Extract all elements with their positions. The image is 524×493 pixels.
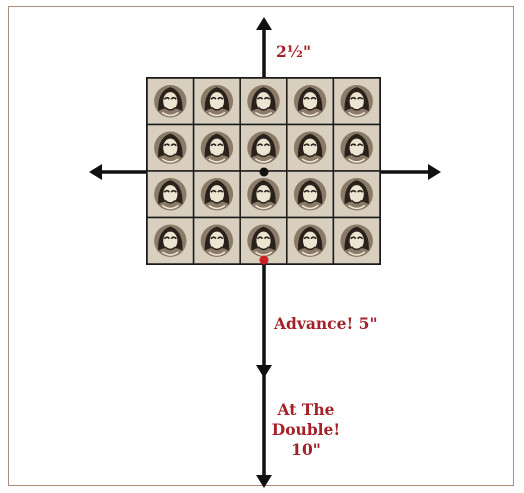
hooded-figure-icon [153,130,188,165]
hooded-figure-icon [246,177,281,212]
figure-base [192,77,241,126]
arrowhead-advance-icon [256,365,272,378]
figure-base [192,170,241,219]
hooded-figure-icon [153,177,188,212]
hooded-figure-icon [293,223,328,258]
hooded-figure-icon [199,177,234,212]
hooded-figure-icon [339,223,374,258]
arrowhead-double-icon [256,475,272,488]
hooded-figure-icon [339,84,374,119]
unit-formation [146,77,381,265]
arrowhead-up-icon [256,17,272,30]
hooded-figure-icon [199,130,234,165]
hooded-figure-icon [293,84,328,119]
arrowhead-left-icon [89,164,102,180]
hooded-figure-icon [246,130,281,165]
hooded-figure-icon [339,130,374,165]
double-time-label: At The Double! 10" [271,400,341,459]
figure-base [286,170,335,219]
figure-base [286,123,335,172]
hooded-figure-icon [293,130,328,165]
hooded-figure-icon [153,84,188,119]
advance-label: Advance! 5" [274,314,378,333]
hooded-figure-icon [153,223,188,258]
figure-base [332,123,381,172]
figure-base [286,216,335,265]
unit-size-label: 2½" [276,42,312,61]
figure-base [146,77,195,126]
unit-center-dot [259,167,269,177]
hooded-figure-icon [246,223,281,258]
hooded-figure-icon [339,177,374,212]
hooded-figure-icon [199,223,234,258]
figure-base [192,123,241,172]
figure-base [332,216,381,265]
hooded-figure-icon [293,177,328,212]
figure-base [239,77,288,126]
figure-base [146,170,195,219]
unit-front-dot [259,255,269,265]
figure-base [239,123,288,172]
figure-base [332,77,381,126]
hooded-figure-icon [246,84,281,119]
figure-base [332,170,381,219]
figure-base [146,216,195,265]
figure-base [239,170,288,219]
figure-base [192,216,241,265]
arrowhead-right-icon [428,164,441,180]
figure-base [146,123,195,172]
hooded-figure-icon [199,84,234,119]
figure-base [286,77,335,126]
